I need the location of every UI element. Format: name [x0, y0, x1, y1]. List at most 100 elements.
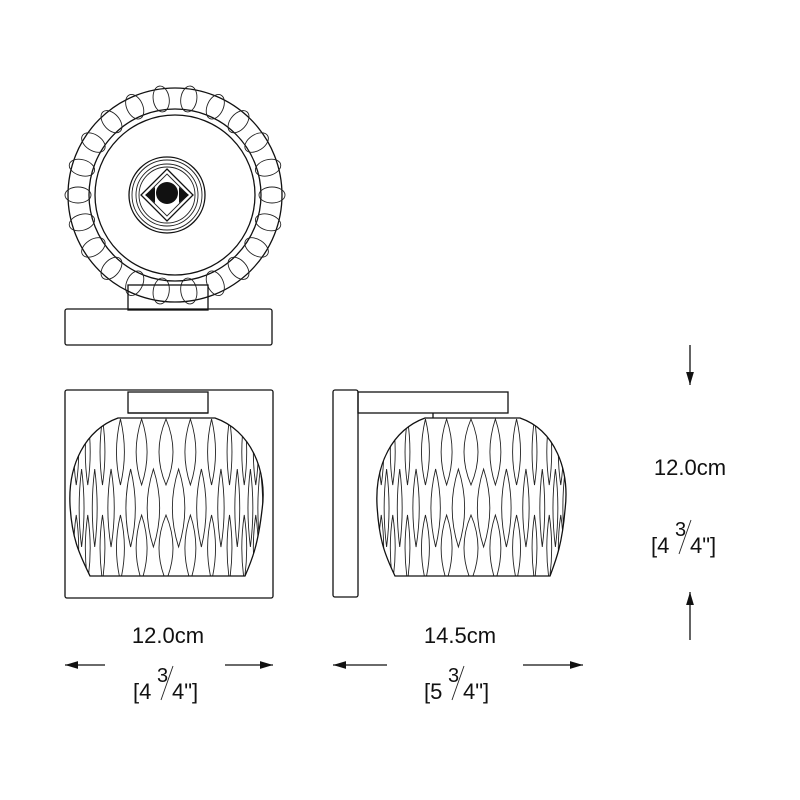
leaf-cutout [489, 418, 502, 487]
height-inch-whole: [4 [651, 533, 669, 558]
rim-leaf [227, 110, 250, 134]
front-view [64, 389, 274, 599]
rim-leaf [152, 277, 170, 305]
front-globe-leaves [73, 418, 264, 576]
top-backplate [64, 308, 273, 346]
depth-dimension: 14.5cm [5 3 4"] [333, 623, 583, 704]
leaf-cutout [531, 514, 538, 576]
leaf-cutout [184, 418, 197, 487]
top-view [64, 85, 286, 346]
width-metric: 12.0cm [132, 623, 204, 648]
width-inch-whole: [4 [133, 679, 151, 704]
leaf-cutout [378, 514, 385, 576]
rim-leaf [244, 132, 269, 153]
leaf-cutout [158, 513, 174, 576]
leaf-cutout [234, 468, 241, 548]
leaf-cutout [501, 468, 512, 548]
leaf-cutout [512, 418, 521, 486]
leaf-cutout [146, 467, 161, 549]
leaf-cutout [252, 418, 259, 486]
leaf-cutout [135, 418, 148, 487]
side-globe [376, 417, 567, 577]
rim-leaf [64, 186, 92, 204]
leaf-cutout [107, 468, 115, 548]
rim-leaf [254, 213, 282, 232]
side-globe-leaves [378, 418, 566, 576]
side-backplate [332, 389, 359, 598]
rim-leaf [254, 158, 282, 177]
leaf-cutout [135, 513, 148, 576]
leaf-cutout [489, 513, 502, 576]
top-neck [127, 284, 209, 311]
width-inch-numerator: 3 [157, 665, 168, 687]
leaf-cutout [539, 468, 546, 548]
diamond-icon [140, 168, 194, 222]
rim-leaf [180, 85, 198, 113]
leaf-cutout [184, 513, 197, 576]
leaf-cutout [226, 514, 233, 576]
leaf-cutout [412, 468, 420, 548]
leaf-cutout [463, 513, 479, 576]
leaf-cutout [552, 468, 559, 548]
leaf-cutout [99, 418, 106, 486]
leaf-cutout [226, 418, 233, 486]
leaf-cutout [171, 467, 186, 549]
side-arm [357, 391, 509, 414]
leaf-cutout [158, 418, 174, 487]
leaf-cutout [99, 514, 106, 576]
rim-leaf [68, 158, 96, 177]
rim-leaf [100, 256, 123, 280]
rim-leaf [125, 94, 145, 120]
leaf-cutout [73, 418, 80, 486]
depth-metric: 14.5cm [424, 623, 496, 648]
shade-inner-rim [88, 108, 262, 282]
leaf-cutout [522, 468, 530, 548]
leaf-cutout [404, 418, 411, 486]
leaf-cutout [247, 468, 254, 548]
leaf-cutout [531, 418, 538, 486]
side-view [332, 389, 567, 598]
leaf-cutout [440, 418, 453, 487]
leaf-cutout [557, 418, 564, 486]
leaf-cutout [430, 468, 441, 548]
height-inch-denominator: 4"] [690, 533, 716, 558]
leaf-cutout [84, 418, 91, 486]
shade-opening [94, 114, 256, 276]
leaf-cutout [463, 418, 479, 487]
rim-leaf [180, 277, 198, 305]
rim-leaf [100, 110, 123, 134]
rim-leaf [258, 186, 286, 204]
leaf-cutout [116, 418, 125, 486]
width-inch-denominator: 4"] [172, 679, 198, 704]
front-cap [127, 391, 209, 414]
leaf-cutout [196, 468, 207, 548]
depth-inch-numerator: 3 [448, 665, 459, 687]
front-backplate [64, 389, 274, 599]
leaf-cutout [389, 514, 396, 576]
leaf-cutout [512, 514, 521, 576]
rim-leaf [227, 256, 250, 280]
bulb-center [156, 182, 178, 204]
rim-leaf [152, 85, 170, 113]
leaf-cutout [207, 514, 216, 576]
rim-leaf [68, 213, 96, 232]
socket-ring [128, 156, 206, 234]
rim-leaf [81, 237, 106, 258]
rim-leaf [205, 94, 225, 120]
leaf-cutout [546, 418, 553, 486]
leaf-cutout [389, 418, 396, 486]
width-dimension: 12.0cm [4 3 4"] [65, 623, 273, 704]
leaf-cutout [440, 513, 453, 576]
leaf-cutout [78, 468, 85, 548]
height-dimension: 12.0cm [4 3 4"] [651, 345, 726, 640]
depth-inch-denominator: 4"] [463, 679, 489, 704]
leaf-cutout [91, 468, 98, 548]
leaf-cutout [383, 468, 390, 548]
leaf-cutout [217, 468, 225, 548]
leaf-cutout [421, 514, 430, 576]
leaf-cutout [125, 468, 136, 548]
rim-leaf [244, 237, 269, 258]
leaf-cutout [476, 467, 491, 549]
leaf-cutout [421, 418, 430, 486]
